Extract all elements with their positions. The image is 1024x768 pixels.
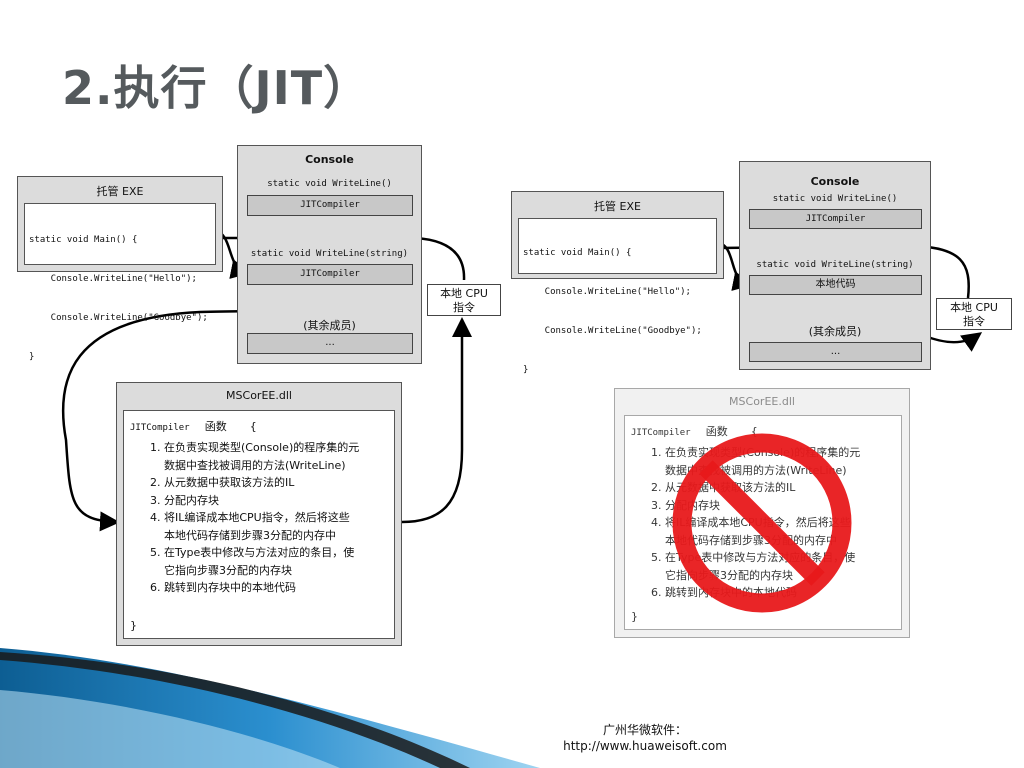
left-managed-exe-panel: 托管 EXE static void Main() { Console.Writ… bbox=[17, 176, 223, 362]
left-step-3: 3. 分配内存块 bbox=[150, 493, 219, 507]
right-console-slot-3: ... bbox=[749, 342, 922, 362]
left-cpu-line-2: 指令 bbox=[453, 301, 475, 314]
left-mscoree-title: MSCorEE.dll bbox=[226, 389, 292, 402]
right-exe-code-area: static void Main() { Console.WriteLine("… bbox=[518, 218, 717, 375]
right-mscoree-header-code: JITCompiler bbox=[631, 428, 691, 438]
left-step-4: 4. 将IL编译成本地CPU指令，然后将这些 bbox=[150, 511, 350, 524]
left-console-title: Console bbox=[305, 153, 354, 166]
right-mscoree-header-cn: 函数 bbox=[705, 425, 728, 438]
right-console-panel: Console static void WriteLine() JITCompi… bbox=[739, 161, 931, 370]
left-native-cpu-box: 本地 CPU 指令 bbox=[427, 284, 501, 316]
left-console-method-2: static void WriteLine(string) bbox=[250, 249, 409, 259]
right-console-method-2: static void WriteLine(string) bbox=[756, 260, 914, 270]
right-cpu-line-1: 本地 CPU bbox=[950, 301, 998, 314]
left-exe-code-area: static void Main() { Console.WriteLine("… bbox=[24, 203, 216, 362]
right-console-method-1: static void WriteLine() bbox=[772, 194, 898, 204]
left-step-5: 5. 在Type表中修改与方法对应的条目，使 bbox=[150, 546, 355, 559]
left-step-2: 2. 从元数据中获取该方法的IL bbox=[150, 476, 295, 489]
left-step-5-cont: 它指向步骤3分配的内存块 bbox=[164, 563, 292, 577]
left-mscoree-header-cn: 函数 bbox=[204, 420, 227, 433]
right-cpu-line-2: 指令 bbox=[963, 315, 985, 328]
left-exe-code-line-1: static void Main() { bbox=[29, 235, 138, 245]
left-step-4-cont: 本地代码存储到步骤3分配的内存中 bbox=[164, 528, 336, 542]
right-console-slot-1: JITCompiler bbox=[749, 209, 922, 229]
left-console-slot-2: JITCompiler bbox=[247, 264, 413, 285]
left-console-slot-3: ... bbox=[247, 333, 413, 354]
left-exe-code-line-4: } bbox=[29, 352, 35, 362]
right-console-others-label: (其余成员) bbox=[808, 325, 862, 338]
right-exe-code-line-4: } bbox=[523, 365, 529, 375]
right-mscoree-header-brace: { bbox=[750, 425, 758, 438]
left-mscoree-header-code: JITCompiler bbox=[130, 423, 190, 433]
left-step-6: 6. 跳转到内存块中的本地代码 bbox=[150, 581, 296, 594]
right-exe-code-line-3: Console.WriteLine("Goodbye"); bbox=[523, 326, 702, 336]
right-exe-title: 托管 EXE bbox=[594, 200, 641, 213]
left-mscoree-panel: MSCorEE.dll JITCompiler 函数 { 1. 在负责实现类型(… bbox=[116, 382, 402, 646]
left-exe-code-line-2: Console.WriteLine("Hello"); bbox=[29, 274, 197, 284]
left-cpu-line-1: 本地 CPU bbox=[440, 287, 488, 300]
right-console-slot-2: 本地代码 bbox=[749, 275, 922, 295]
left-step-1-cont: 数据中查找被调用的方法(WriteLine) bbox=[164, 458, 346, 472]
left-step-1: 1. 在负责实现类型(Console)的程序集的元 bbox=[150, 441, 360, 454]
page-title: 2.执行（JIT） bbox=[62, 61, 371, 115]
footer-company: 广州华微软件： bbox=[602, 723, 687, 737]
right-exe-code-line-2: Console.WriteLine("Hello"); bbox=[523, 287, 691, 297]
left-exe-code-line-3: Console.WriteLine("Goodbye"); bbox=[29, 313, 208, 323]
footer-url[interactable]: http://www.huaweisoft.com bbox=[563, 739, 727, 753]
right-mscoree-closing-brace: } bbox=[631, 610, 638, 623]
left-console-slot-1: JITCompiler bbox=[247, 195, 413, 216]
left-mscoree-header-brace: { bbox=[249, 420, 257, 433]
right-native-cpu-box: 本地 CPU 指令 bbox=[936, 298, 1012, 330]
left-console-method-1: static void WriteLine() bbox=[267, 179, 392, 189]
left-exe-title: 托管 EXE bbox=[96, 185, 144, 198]
left-mscoree-closing-brace: } bbox=[130, 619, 137, 632]
left-console-panel: Console static void WriteLine() JITCompi… bbox=[237, 145, 422, 364]
right-exe-code-line-1: static void Main() { bbox=[523, 248, 632, 258]
right-mscoree-title: MSCorEE.dll bbox=[729, 395, 795, 408]
right-managed-exe-panel: 托管 EXE static void Main() { Console.Writ… bbox=[511, 191, 724, 375]
right-console-title: Console bbox=[810, 175, 860, 188]
left-mscoree-body: JITCompiler 函数 { 1. 在负责实现类型(Console)的程序集… bbox=[123, 410, 395, 639]
left-console-others-label: (其余成员) bbox=[303, 319, 356, 332]
footer-credit: 广州华微软件： http://www.huaweisoft.com bbox=[540, 722, 750, 754]
